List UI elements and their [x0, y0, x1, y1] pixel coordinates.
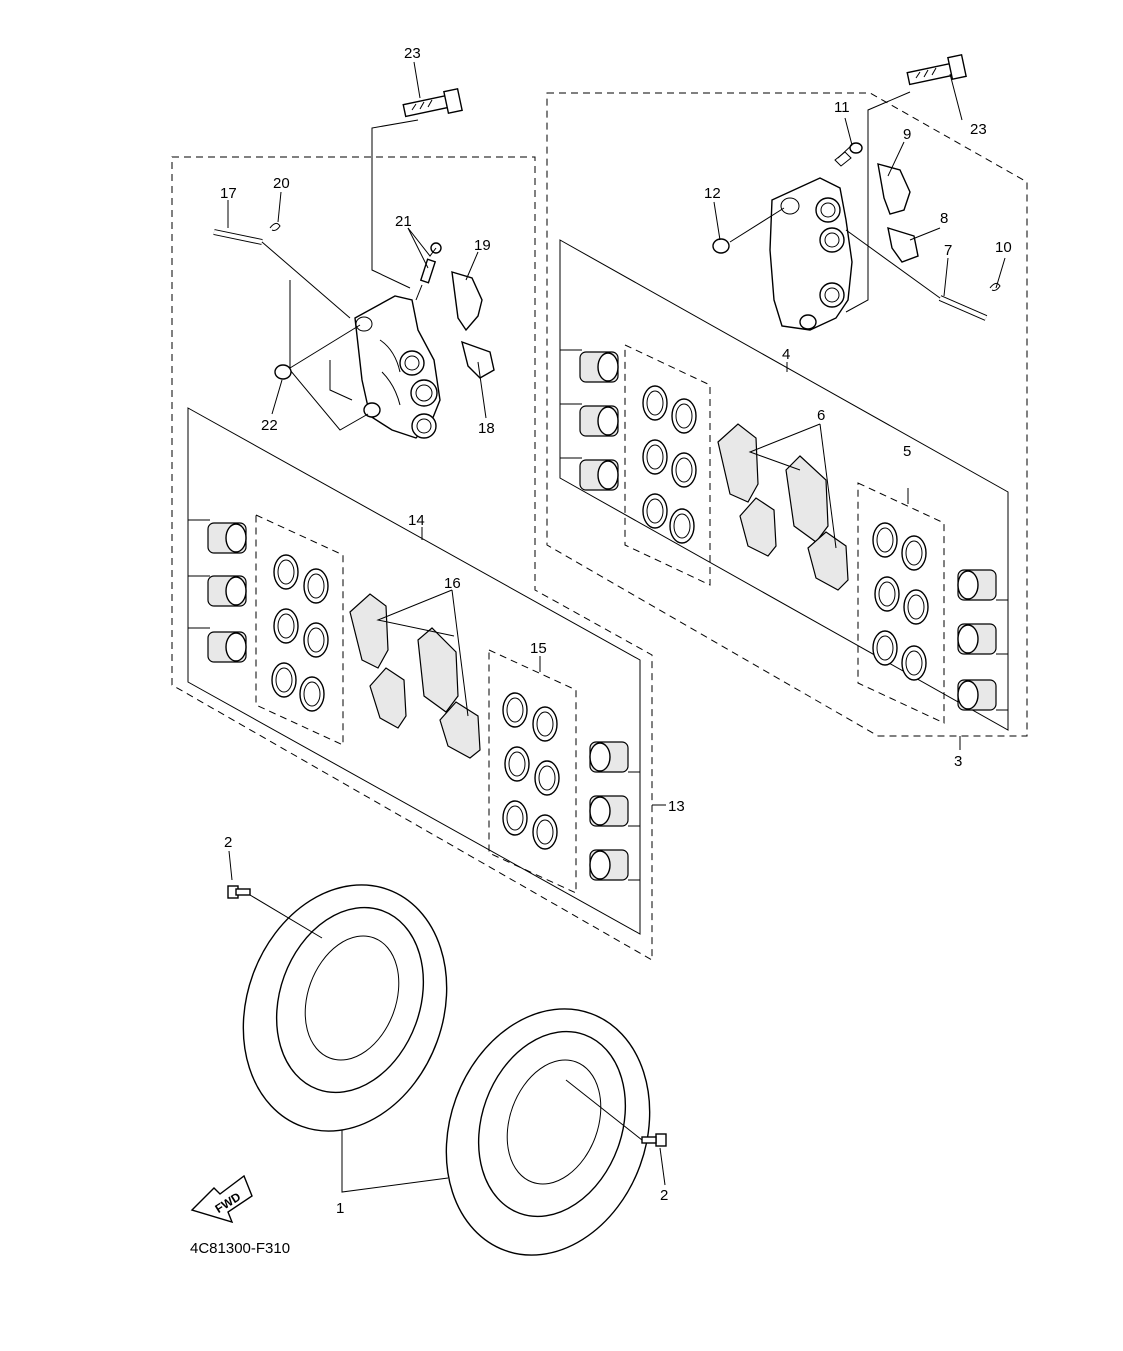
forward-arrow-icon: FWD [190, 1174, 253, 1224]
part-label-21: 21 [395, 213, 412, 230]
part-label-10: 10 [995, 239, 1012, 256]
seals-right-b [872, 522, 929, 681]
part-label-23-right: 23 [970, 121, 987, 138]
brake-pads-right [717, 423, 849, 591]
pad-support-right [887, 226, 919, 263]
seals-left-b [502, 692, 560, 850]
left-caliper [354, 295, 441, 439]
pistons-right-a [560, 349, 619, 491]
seals-right-a [642, 385, 697, 544]
part-label-8: 8 [940, 210, 948, 227]
kit-box-4 [559, 239, 1009, 731]
part-label-16: 16 [444, 575, 461, 592]
part-label-14: 14 [408, 512, 425, 529]
pad-pin-right [938, 295, 988, 321]
bleed-screw-right [834, 151, 852, 167]
plug-left [274, 364, 292, 380]
seals-left-a [271, 554, 329, 712]
part-label-11: 11 [834, 99, 850, 116]
clip-left [269, 222, 281, 231]
pistons-left-a [188, 519, 247, 663]
disc-bolt-left [227, 885, 251, 899]
seal-kit-box-right-b [857, 482, 945, 724]
part-label-1: 1 [336, 1200, 344, 1217]
part-label-20: 20 [273, 175, 290, 192]
brake-disc-left [242, 884, 448, 1132]
pistons-left-b [589, 741, 640, 881]
clip-right [989, 282, 1001, 291]
part-label-5: 5 [903, 443, 911, 460]
part-label-3: 3 [954, 753, 962, 770]
diagram-code: 4C81300-F310 [190, 1240, 290, 1257]
seal-kit-box-right-a [624, 344, 711, 586]
right-caliper [769, 177, 853, 331]
pad-spring-left [451, 271, 483, 332]
kit-box-14 [187, 407, 641, 935]
part-label-9: 9 [903, 126, 911, 143]
part-label-2-right: 2 [660, 1187, 668, 1204]
brake-disc-right [445, 1008, 651, 1256]
plug-right [712, 238, 730, 254]
part-label-22: 22 [261, 417, 278, 434]
seal-kit-box-left-b [488, 649, 577, 894]
mounting-bolt-right [906, 53, 967, 86]
part-label-18: 18 [478, 420, 495, 437]
part-label-2-left: 2 [224, 834, 232, 851]
pistons-right-b [957, 569, 1008, 711]
pad-spring-right [877, 163, 911, 215]
assembly-box-13 [171, 156, 653, 961]
assembly-box-3 [546, 92, 1028, 737]
part-label-6: 6 [817, 407, 825, 424]
seal-kit-box-left-a [255, 514, 344, 746]
mounting-bolt-left [402, 87, 463, 118]
part-label-15: 15 [530, 640, 547, 657]
brake-pads-left [349, 593, 481, 759]
part-label-12: 12 [704, 185, 721, 202]
pad-support-left [461, 340, 495, 379]
part-label-17: 17 [220, 185, 237, 202]
part-label-4: 4 [782, 346, 790, 363]
part-label-23-left: 23 [404, 45, 421, 62]
part-label-19: 19 [474, 237, 491, 254]
part-label-13: 13 [668, 798, 685, 815]
part-label-7: 7 [944, 242, 952, 259]
pad-pin-left [213, 229, 263, 245]
